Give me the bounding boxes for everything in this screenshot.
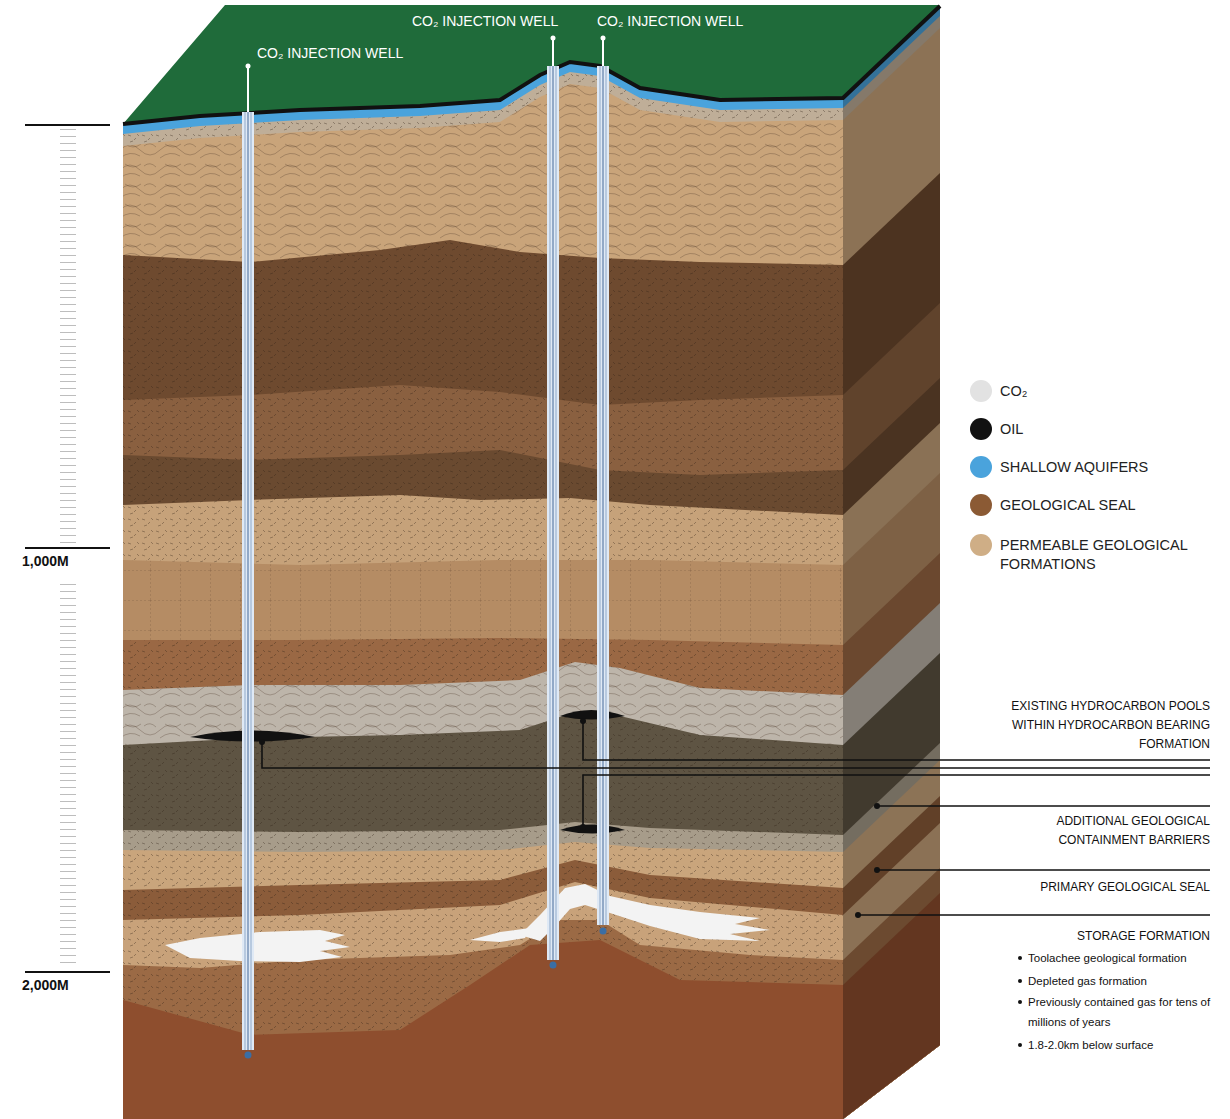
basement-layer: [123, 940, 843, 1119]
legend-swatch: [970, 494, 992, 516]
primary-seal-layer: [123, 860, 843, 1119]
oil-pool: [560, 825, 625, 834]
callout-label: PRIMARY GEOLOGICAL SEAL: [990, 878, 1210, 897]
bullet-note: Toolachee geological formation: [1028, 948, 1218, 968]
legend-text: OIL: [1000, 420, 1222, 439]
legend-swatch: [970, 456, 992, 478]
legend-swatch: [970, 380, 992, 402]
permeable-layer: [123, 72, 843, 1119]
well-pipe: [597, 66, 609, 925]
texture: [123, 662, 843, 1119]
ground-top: [123, 5, 940, 124]
texture: [123, 712, 843, 1119]
wellhead: [248, 38, 603, 112]
permeable-layer: [123, 560, 843, 1119]
legend-swatch: [970, 418, 992, 440]
oil-pool: [560, 710, 625, 720]
co2-plumes: [165, 884, 770, 962]
hydrocarbon-layer: [123, 712, 843, 1119]
texture: [123, 495, 843, 1119]
leader-line: [858, 914, 1210, 916]
bullet-dot: [1018, 956, 1022, 960]
injection-wells: [242, 36, 609, 1059]
texture: [123, 638, 843, 1119]
texture: [123, 842, 843, 1119]
scale-ticks: [60, 578, 76, 968]
co2-plume: [470, 928, 530, 942]
leader-dots: [259, 718, 880, 918]
permeable-layer: [123, 662, 843, 1119]
texture: [123, 560, 843, 1119]
texture: [123, 385, 843, 1119]
side-strata: [843, 6, 940, 1119]
seal-layer: [123, 450, 843, 1119]
bullet-dot: [1018, 1043, 1022, 1047]
legend-swatch: [970, 534, 992, 556]
well-tip: [550, 962, 557, 969]
leader-line: [877, 805, 1210, 807]
oil-pools: [190, 710, 625, 834]
leader-line: [877, 869, 1210, 871]
permeable-layer: [123, 842, 843, 1119]
legend-text: SHALLOW AQUIFERS: [1000, 458, 1222, 477]
well-pipe: [547, 66, 559, 960]
legend-text: GEOLOGICAL SEAL: [1000, 496, 1222, 515]
callout-label: ADDITIONAL GEOLOGICAL CONTAINMENT BARRIE…: [990, 812, 1210, 850]
callout-label: EXISTING HYDROCARBON POOLS WITHIN HYDROC…: [980, 697, 1210, 754]
texture: [123, 860, 843, 1119]
seal-layer: [123, 638, 843, 1119]
well-pipe: [242, 112, 254, 1050]
texture: [123, 240, 843, 1119]
texture: [123, 72, 843, 1119]
bullet-note: 1.8-2.0km below surface: [1028, 1035, 1218, 1055]
texture: [123, 920, 843, 1119]
legend-text: PERMEABLE GEOLOGICAL FORMATIONS: [1000, 536, 1222, 574]
seal-layer: [123, 920, 843, 1119]
seal-layer: [123, 385, 843, 1119]
bullet-dot: [1018, 1000, 1022, 1004]
scale-ticks: [60, 128, 76, 545]
well-label: CO₂ INJECTION WELL: [257, 45, 403, 63]
leader-lines: [262, 721, 1210, 915]
callout-label: STORAGE FORMATION: [990, 927, 1210, 946]
well-label: CO₂ INJECTION WELL: [597, 13, 743, 31]
seal-layer: [123, 240, 843, 1119]
front-strata: [123, 62, 843, 1119]
legend-text: CO₂: [1000, 382, 1222, 401]
storage-layer: [123, 882, 843, 1119]
scale-line: [25, 125, 110, 972]
depth-scale: [25, 125, 110, 972]
texture: [123, 882, 843, 1119]
bullet-note: Previously contained gas for tens of mil…: [1028, 992, 1218, 1032]
texture: [123, 84, 843, 1119]
aquifer-layer: [123, 62, 843, 1119]
well-tip: [245, 1052, 252, 1059]
depth-label: 2,000M: [22, 977, 69, 995]
barrier-layer: [123, 822, 843, 1119]
leader-line: [262, 742, 1210, 768]
surface-line: [123, 6, 940, 124]
well-label: CO₂ INJECTION WELL: [412, 13, 558, 31]
texture: [123, 450, 843, 1119]
co2-plume: [165, 930, 350, 962]
bullet-note: Depleted gas formation: [1028, 971, 1218, 991]
side-shade: [843, 6, 940, 1119]
texture: [123, 822, 843, 1119]
bullet-dot: [1018, 979, 1022, 983]
side-layer: [843, 6, 940, 1119]
permeable-layer: [123, 84, 843, 1119]
permeable-layer: [123, 495, 843, 1119]
well-tip: [600, 928, 607, 935]
depth-label: 1,000M: [22, 553, 69, 571]
